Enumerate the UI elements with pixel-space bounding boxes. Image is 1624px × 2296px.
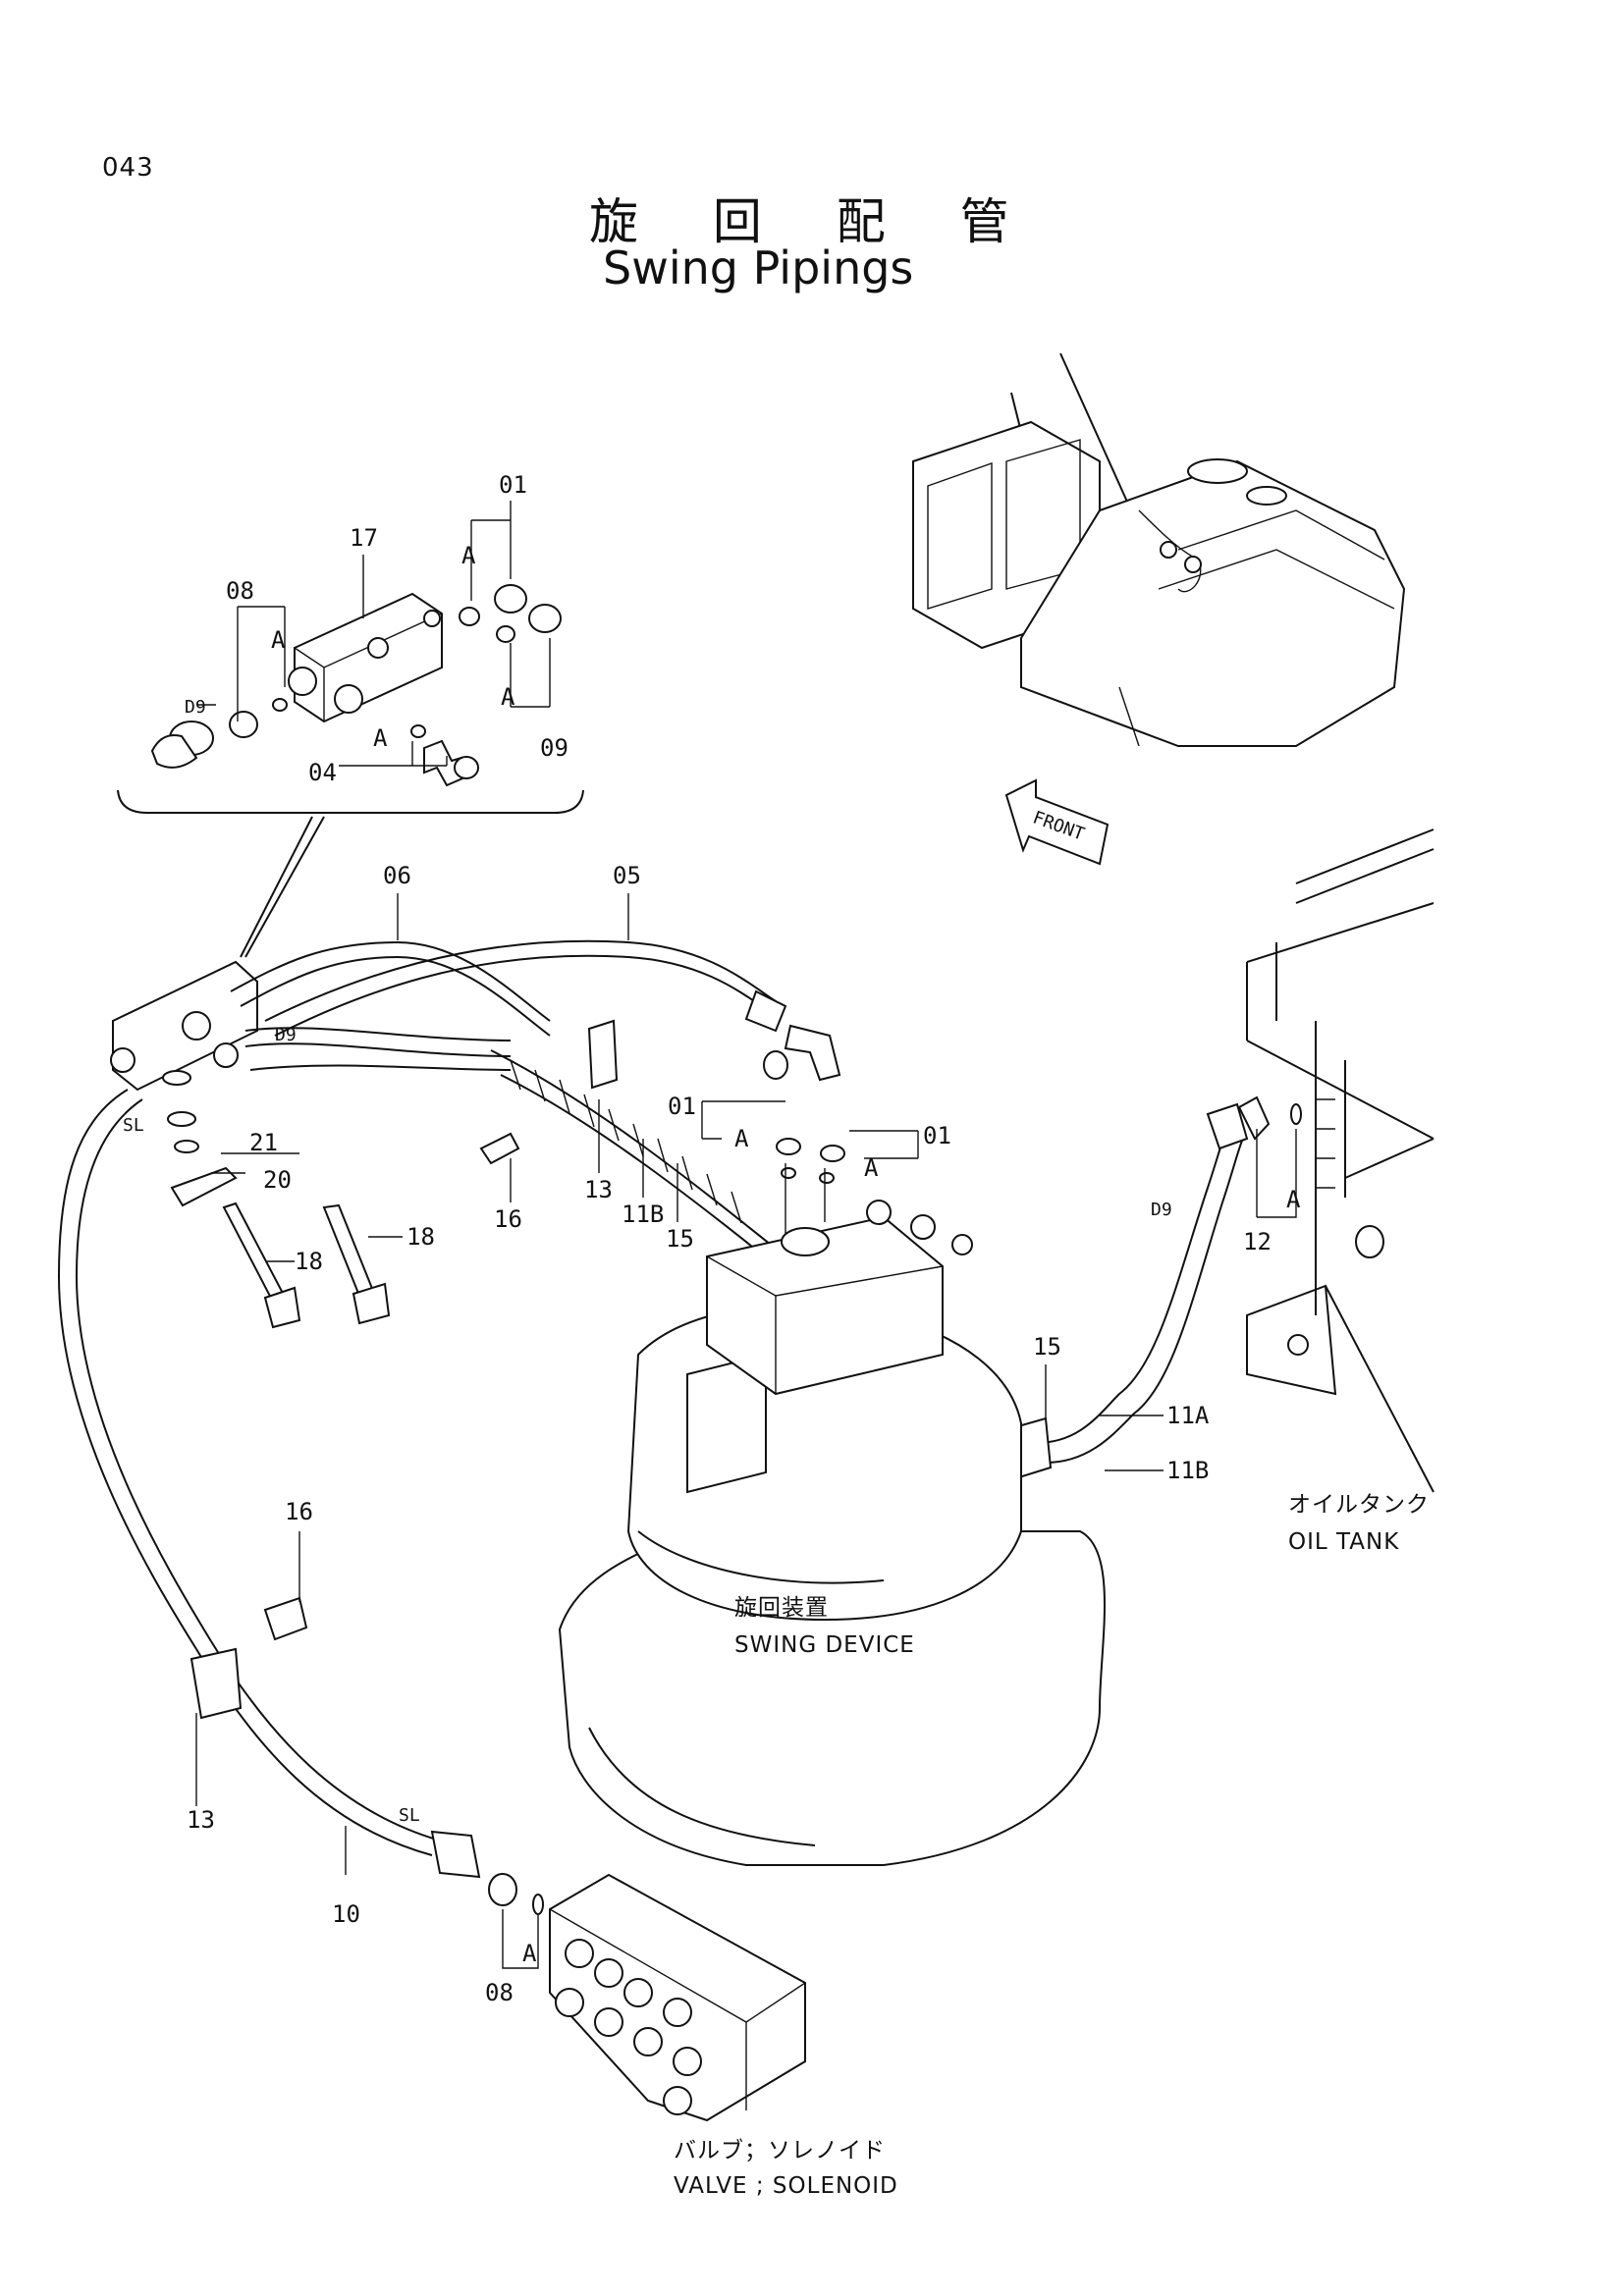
excavator-overview: [912, 352, 1406, 747]
label-d9-inset: D9: [185, 697, 206, 718]
label-a-right: A: [1286, 1186, 1301, 1213]
label-13-upper: 13: [584, 1176, 613, 1203]
label-18-right: 18: [406, 1223, 435, 1251]
swing-device: [558, 1138, 1106, 1866]
valve-caption-jp: バルブ；ソレノイド: [674, 2138, 886, 2163]
front-arrow: FRONT: [1004, 778, 1110, 866]
label-08-inset: 08: [226, 577, 254, 605]
label-15-left: 15: [666, 1225, 694, 1253]
label-a-inset-1: A: [461, 542, 476, 569]
valve-caption: VALVE ; SOLENOID: [674, 2173, 898, 2199]
label-13-lower: 13: [187, 1806, 215, 1834]
label-11b-left: 11B: [622, 1201, 664, 1228]
page-title-japanese: 旋 回 配 管: [589, 193, 1039, 250]
swing-device-caption: SWING DEVICE: [734, 1632, 915, 1658]
label-11a: 11A: [1166, 1402, 1210, 1429]
label-04: 04: [308, 759, 337, 786]
label-01-inset: 01: [499, 471, 527, 499]
detail-inset: [117, 501, 584, 958]
label-09: 09: [540, 734, 568, 762]
label-01-main-left: 01: [668, 1093, 696, 1120]
label-01-main-right: 01: [923, 1122, 951, 1149]
label-a-inset-3: A: [501, 683, 515, 711]
label-a-main-1: A: [734, 1125, 749, 1152]
oil-tank-caption-jp: オイルタンク: [1288, 1492, 1430, 1518]
label-17: 17: [350, 524, 378, 552]
label-05: 05: [613, 862, 641, 889]
label-a-valve: A: [522, 1940, 537, 1967]
label-10: 10: [332, 1900, 360, 1928]
label-06: 06: [383, 862, 411, 889]
label-08-main: 08: [485, 1979, 514, 2006]
leader-lines: [195, 893, 1297, 1969]
main-piping: [57, 939, 1302, 1915]
label-16-lower: 16: [285, 1498, 313, 1525]
label-21: 21: [249, 1129, 278, 1156]
swing-device-caption-jp: 旋回装置: [734, 1595, 829, 1621]
label-d9-right: D9: [1151, 1200, 1172, 1220]
page-number: 043: [102, 153, 154, 183]
label-18-left: 18: [295, 1248, 323, 1275]
label-sl-lower: SL: [399, 1805, 420, 1826]
oil-tank: [1246, 828, 1435, 1493]
label-d9-main: D9: [275, 1025, 297, 1045]
label-12: 12: [1243, 1228, 1272, 1255]
solenoid-valve: [549, 1873, 806, 2122]
label-11b-right: 11B: [1166, 1457, 1209, 1484]
loose-parts: [162, 1070, 520, 1641]
label-a-inset-2: A: [271, 626, 286, 654]
label-20: 20: [263, 1166, 292, 1194]
label-sl-upper: SL: [123, 1115, 144, 1136]
label-15-right: 15: [1033, 1333, 1061, 1361]
label-16-upper: 16: [494, 1205, 522, 1233]
label-a-main-2: A: [864, 1154, 879, 1182]
page-title: Swing Pipings: [603, 241, 914, 294]
label-a-inset-4: A: [373, 724, 388, 752]
oil-tank-caption: OIL TANK: [1288, 1529, 1399, 1555]
